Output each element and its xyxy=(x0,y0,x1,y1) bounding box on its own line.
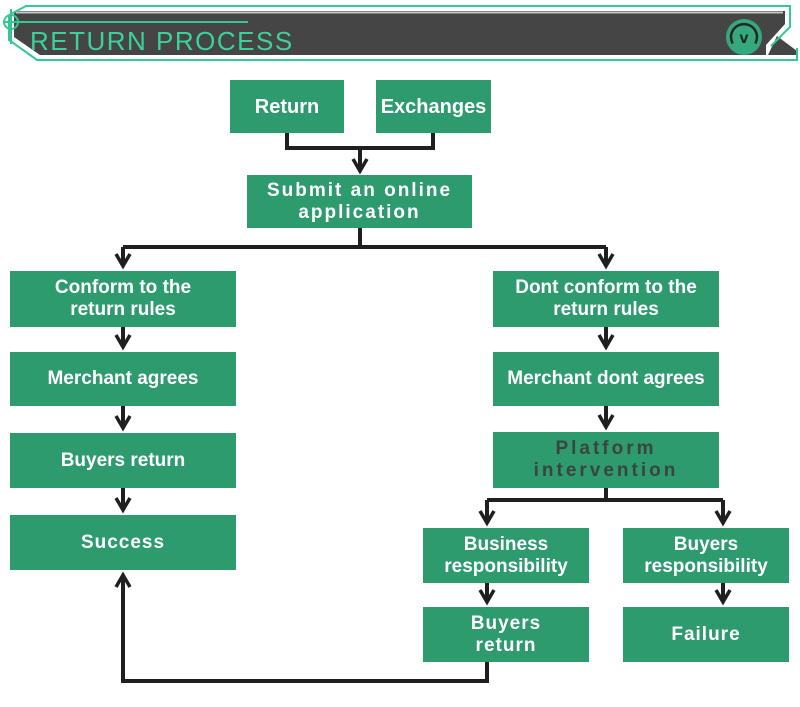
node-success-label: Success xyxy=(80,531,166,553)
node-merchant-dont-agrees: Merchant dont agrees xyxy=(493,352,719,406)
header-banner: v xyxy=(3,5,798,61)
node-dont-conform-rules-label: Dont conform to the return rules xyxy=(515,277,697,320)
node-success: Success xyxy=(10,515,236,570)
node-buyers-return-right: Buyers return xyxy=(423,607,589,662)
node-failure: Failure xyxy=(623,607,789,662)
connector-split-trunk xyxy=(123,228,606,249)
node-business-responsibility-label: Business responsibility xyxy=(444,533,568,577)
v-badge-arc-icon xyxy=(729,22,759,45)
node-exchanges: Exchanges xyxy=(376,80,491,133)
node-buyers-responsibility: Buyers responsibility xyxy=(623,528,789,583)
node-return-label: Return xyxy=(254,95,320,118)
node-merchant-agrees-label: Merchant agrees xyxy=(47,368,199,389)
node-buyers-return-right-label: Buyers return xyxy=(470,612,542,656)
node-failure-label: Failure xyxy=(671,623,741,645)
connector-merge-top xyxy=(285,133,435,150)
node-submit-application-label: Submit an online application xyxy=(266,179,453,223)
v-badge-letter: v xyxy=(740,30,749,47)
node-buyers-responsibility-label: Buyers responsibility xyxy=(644,533,768,577)
node-dont-conform-rules: Dont conform to the return rules xyxy=(493,271,719,327)
banner-frame xyxy=(8,5,798,61)
node-business-responsibility: Business responsibility xyxy=(423,528,589,583)
node-merchant-agrees: Merchant agrees xyxy=(10,352,236,406)
node-conform-rules-label: Conform to the return rules xyxy=(54,277,192,320)
node-platform-intervention-label: Platform intervention xyxy=(533,438,679,481)
page-title: RETURN PROCESS xyxy=(30,26,294,56)
node-buyers-return-left: Buyers return xyxy=(10,433,236,488)
node-return: Return xyxy=(230,80,344,133)
node-platform-intervention: Platform intervention xyxy=(493,432,719,488)
node-merchant-dont-agrees-label: Merchant dont agrees xyxy=(507,368,705,389)
node-submit-application: Submit an online application xyxy=(247,175,472,228)
node-exchanges-label: Exchanges xyxy=(380,95,487,118)
node-conform-rules: Conform to the return rules xyxy=(10,271,236,327)
connector-platform-split xyxy=(487,488,723,502)
node-buyers-return-left-label: Buyers return xyxy=(60,449,186,471)
